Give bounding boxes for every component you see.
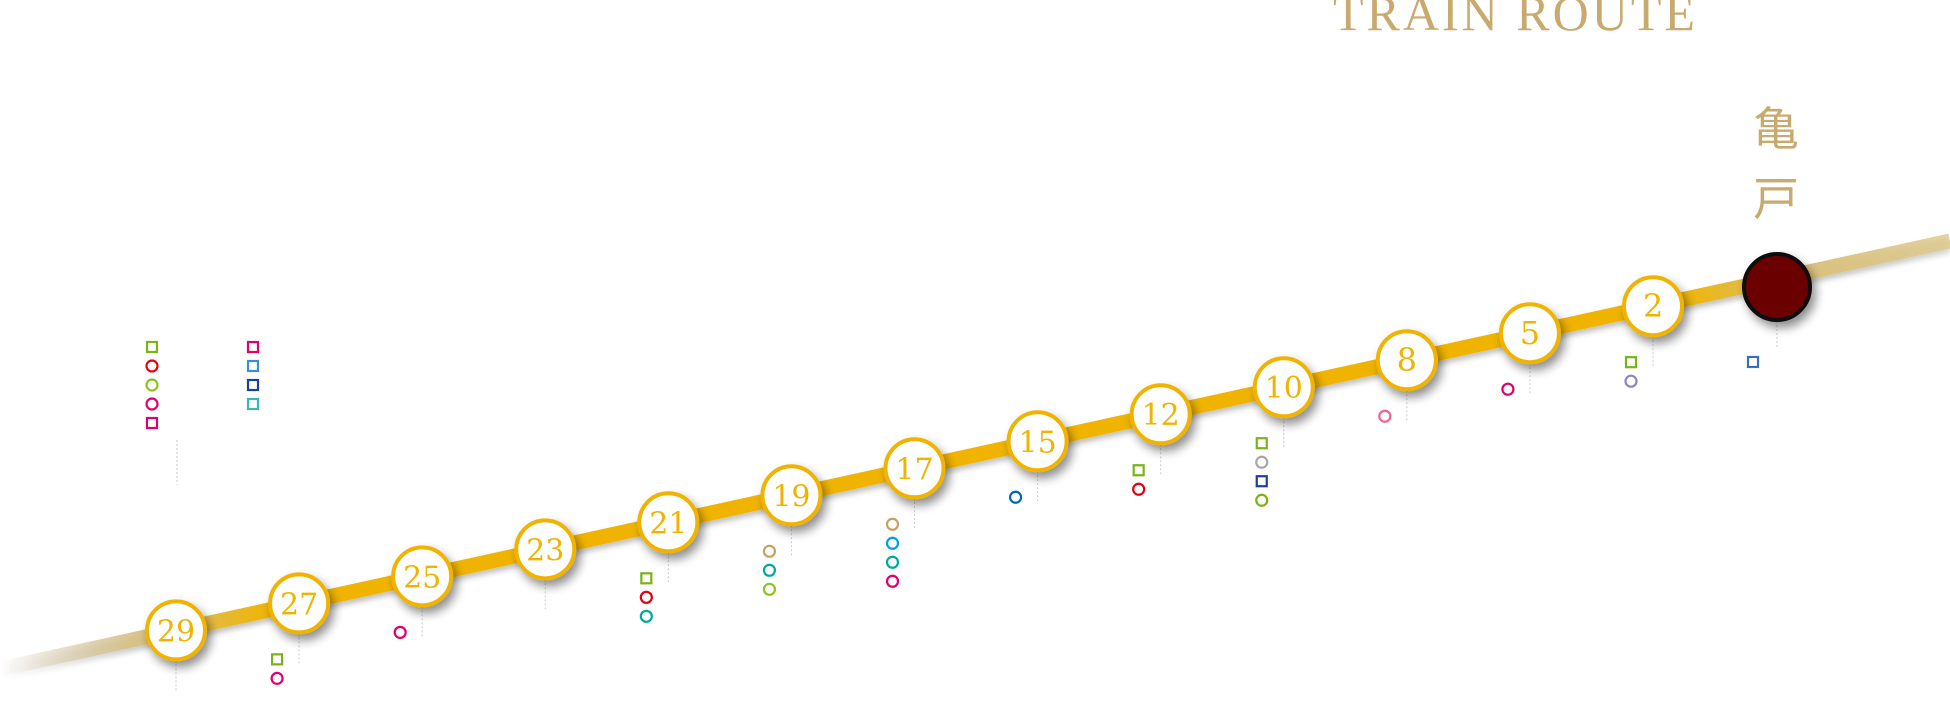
stop-12-square-marker bbox=[1132, 464, 1145, 477]
stop-15-circle-marker bbox=[1008, 490, 1023, 504]
stop-label: 12 bbox=[1142, 398, 1180, 433]
stop-8-circle-marker bbox=[1378, 409, 1392, 423]
stop-5[interactable]: 5 bbox=[1498, 302, 1561, 365]
terminal-square-marker bbox=[1746, 355, 1760, 369]
stop-circle bbox=[1375, 329, 1438, 392]
stop-10-circle-marker bbox=[1255, 493, 1269, 507]
stop-circle bbox=[637, 491, 700, 554]
stop-label: 19 bbox=[772, 479, 810, 514]
stop-label: 5 bbox=[1520, 314, 1540, 352]
stop-label: 17 bbox=[895, 452, 933, 487]
stop-27-square-marker bbox=[270, 653, 284, 666]
stop-2[interactable]: 2 bbox=[1622, 275, 1684, 338]
stop-19-circle-marker bbox=[762, 582, 777, 596]
stop-19[interactable]: 19 bbox=[760, 464, 823, 527]
stop-25-circle-marker bbox=[393, 625, 407, 639]
terminal-name-line-2: 戸 bbox=[1753, 172, 1799, 226]
legend-column-1-square-marker bbox=[145, 340, 159, 354]
stop-label: 25 bbox=[403, 560, 441, 595]
stop-circle bbox=[1006, 410, 1069, 473]
stop-23[interactable]: 23 bbox=[514, 518, 577, 581]
stop-label: 27 bbox=[280, 587, 318, 622]
legend-column-2-square-marker bbox=[246, 340, 260, 354]
stop-circle bbox=[760, 464, 823, 527]
legend-column-2-square-marker bbox=[246, 397, 260, 411]
legend-column-1-circle-marker bbox=[145, 378, 159, 392]
stop-circle bbox=[1498, 302, 1561, 365]
stop-circle bbox=[1129, 383, 1192, 446]
legend-column-2-square-marker bbox=[246, 378, 260, 392]
stop-21-circle-marker bbox=[639, 609, 653, 623]
page-title: TRAIN ROUTE bbox=[1333, 0, 1698, 41]
stop-19-circle-marker bbox=[762, 563, 777, 577]
stop-8[interactable]: 8 bbox=[1375, 329, 1438, 392]
stop-12-circle-marker bbox=[1132, 482, 1146, 496]
legend-column-1-square-marker bbox=[145, 416, 159, 430]
stop-19-circle-marker bbox=[762, 544, 777, 558]
stop-circle bbox=[1252, 356, 1315, 419]
stop-circle bbox=[883, 437, 946, 500]
stop-10-circle-marker bbox=[1255, 455, 1269, 469]
stop-10-square-marker bbox=[1255, 437, 1268, 450]
stop-2-circle-marker bbox=[1624, 374, 1638, 388]
stop-21-square-marker bbox=[640, 572, 653, 585]
stop-2-square-marker bbox=[1624, 356, 1638, 369]
stop-label: 2 bbox=[1643, 287, 1663, 325]
stop-25[interactable]: 25 bbox=[391, 545, 454, 608]
terminal-station[interactable] bbox=[1742, 251, 1812, 322]
stop-label: 8 bbox=[1397, 341, 1417, 379]
stop-circle bbox=[145, 599, 207, 662]
stop-label: 21 bbox=[649, 506, 687, 541]
stop-label: 15 bbox=[1018, 425, 1056, 460]
stop-label: 23 bbox=[526, 533, 564, 568]
terminal-name-line-1: 亀 bbox=[1753, 102, 1799, 156]
stop-10[interactable]: 10 bbox=[1252, 356, 1315, 419]
stop-circle bbox=[514, 518, 577, 581]
stop-17-circle-marker bbox=[885, 517, 900, 531]
stop-label: 10 bbox=[1265, 371, 1303, 406]
stop-circle bbox=[268, 572, 331, 635]
stop-12[interactable]: 12 bbox=[1129, 383, 1192, 446]
stop-10-square-marker bbox=[1255, 475, 1268, 488]
stop-15[interactable]: 15 bbox=[1006, 410, 1069, 473]
stop-21-circle-marker bbox=[639, 590, 653, 604]
stop-29[interactable]: 29 bbox=[145, 599, 207, 662]
terminal-station-name: 亀 戸 bbox=[1748, 94, 1804, 234]
stop-17-circle-marker bbox=[885, 555, 900, 569]
stop-27-circle-marker bbox=[270, 671, 284, 685]
stop-label: 29 bbox=[157, 614, 195, 649]
legend-column-1-circle-marker bbox=[145, 397, 159, 411]
stop-circle bbox=[1622, 275, 1684, 338]
stop-5-circle-marker bbox=[1501, 382, 1515, 396]
legend-column-2-square-marker bbox=[246, 359, 260, 373]
stop-17[interactable]: 17 bbox=[883, 437, 946, 500]
stop-17-circle-marker bbox=[885, 574, 900, 588]
stop-17-circle-marker bbox=[885, 536, 900, 550]
legend-column-1-circle-marker bbox=[145, 359, 159, 373]
stop-21[interactable]: 21 bbox=[637, 491, 700, 554]
stop-27[interactable]: 27 bbox=[268, 572, 331, 635]
terminal-circle bbox=[1742, 251, 1812, 322]
stop-circle bbox=[391, 545, 454, 608]
